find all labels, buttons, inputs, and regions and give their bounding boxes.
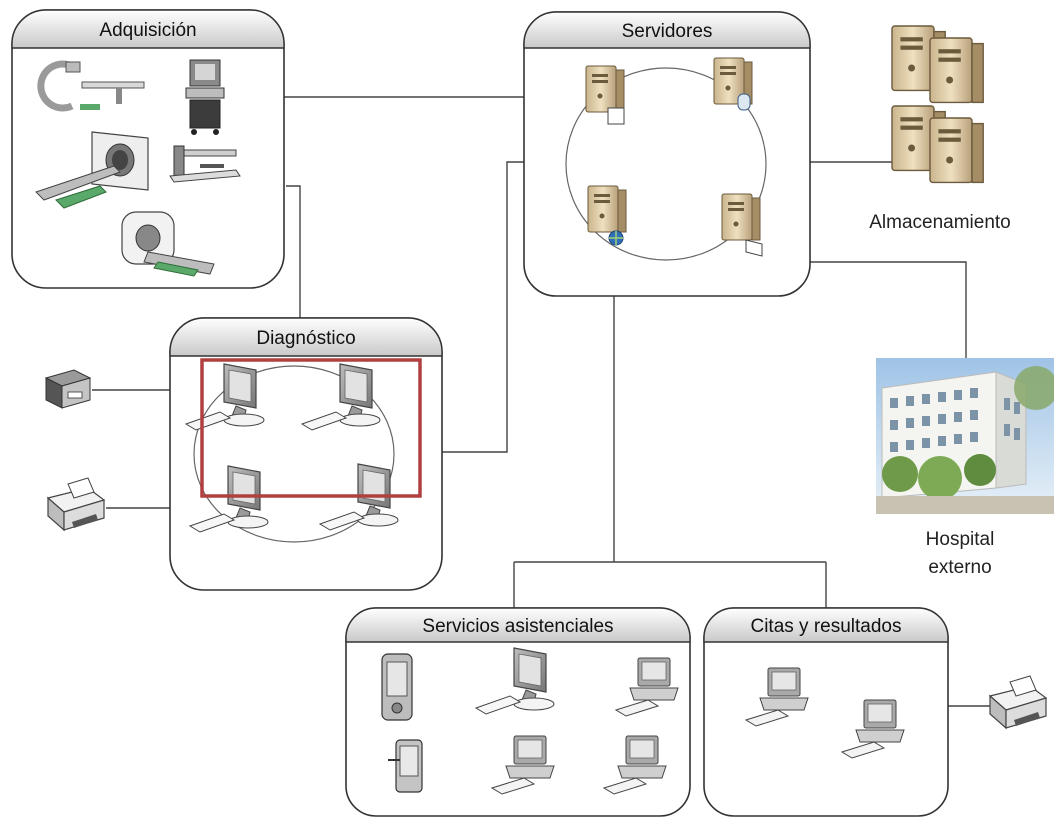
panel-servers: Servidores bbox=[523, 11, 811, 297]
storage-servers-icon bbox=[891, 25, 984, 184]
web-server-icon bbox=[587, 185, 627, 246]
hospital-building-icon bbox=[876, 358, 1054, 514]
handheld-icon bbox=[388, 739, 423, 793]
storage-group: Almacenamiento bbox=[869, 25, 1011, 233]
hospital-label-line1: Hospital bbox=[926, 529, 995, 550]
ultrasound-cart-icon bbox=[185, 59, 225, 135]
printer-icon bbox=[989, 675, 1047, 729]
c-arm-icon bbox=[37, 60, 145, 112]
line-servers-hospital bbox=[760, 261, 967, 358]
mri-scanner-icon bbox=[121, 211, 215, 277]
panel-appointments: Citas y resultados bbox=[703, 607, 949, 817]
ct-scanner-icon bbox=[35, 131, 149, 209]
line-acquisition-diagnosis bbox=[286, 185, 301, 318]
film-printer-icon bbox=[45, 369, 91, 409]
hospital-label-line2: externo bbox=[928, 557, 991, 578]
printer-icon bbox=[47, 477, 105, 531]
storage-label: Almacenamiento bbox=[869, 212, 1011, 233]
care-services-title: Servicios asistenciales bbox=[422, 616, 613, 637]
diagnosis-ring bbox=[193, 365, 395, 543]
servers-ring bbox=[565, 67, 767, 261]
pda-icon bbox=[381, 653, 413, 721]
highlight-box bbox=[200, 358, 422, 498]
server-icon bbox=[585, 65, 625, 125]
panel-acquisition: Adquisición bbox=[11, 9, 285, 289]
diagnosis-title: Diagnóstico bbox=[256, 328, 355, 349]
xray-table-icon bbox=[169, 145, 241, 183]
file-server-icon bbox=[721, 193, 763, 257]
hospital-group: Hospital externo bbox=[876, 358, 1054, 578]
appointments-title: Citas y resultados bbox=[750, 616, 901, 637]
servers-title: Servidores bbox=[622, 21, 713, 42]
panel-diagnosis: Diagnóstico bbox=[169, 317, 443, 591]
acquisition-title: Adquisición bbox=[99, 20, 196, 41]
line-bus bbox=[513, 561, 827, 610]
database-server-icon bbox=[713, 57, 753, 111]
panel-care-services: Servicios asistenciales bbox=[345, 607, 691, 817]
